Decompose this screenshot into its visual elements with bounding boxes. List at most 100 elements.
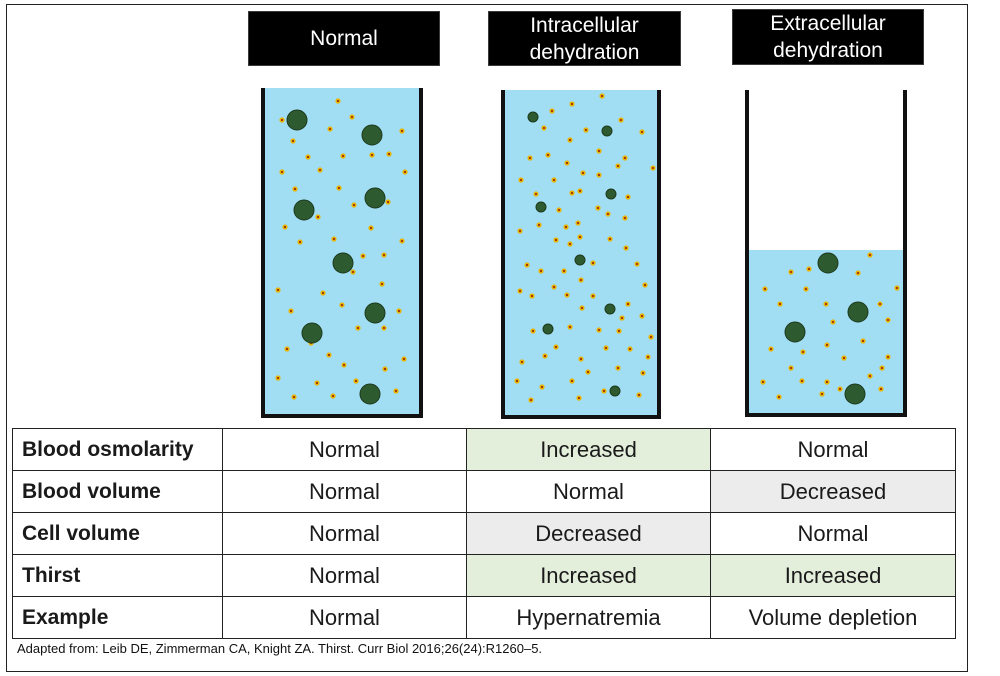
solute-particle-center — [317, 216, 319, 218]
table-cell: Normal — [222, 512, 467, 555]
solute-particle-center — [571, 103, 573, 105]
cell — [361, 124, 383, 146]
solute-particle-center — [869, 375, 871, 377]
solute-particle-center — [805, 288, 807, 290]
solute-particle-center — [395, 390, 397, 392]
table-cell: Normal — [222, 596, 467, 639]
solute-particle-center — [383, 327, 385, 329]
solute-particle-center — [770, 348, 772, 350]
solute-particle-center — [603, 390, 605, 392]
solute-particle-center — [558, 209, 560, 211]
solute-particle-center — [569, 326, 571, 328]
cell — [605, 188, 617, 200]
beaker-extracellular — [745, 90, 907, 417]
solute-particle-center — [519, 290, 521, 292]
solute-particle-center — [621, 317, 623, 319]
table-cell: Normal — [710, 512, 956, 555]
cell — [817, 252, 839, 274]
solute-particle-center — [801, 380, 803, 382]
solute-particle-center — [580, 358, 582, 360]
solute-particle-center — [764, 288, 766, 290]
solute-particle-center — [357, 327, 359, 329]
solute-particle-center — [286, 348, 288, 350]
solute-particle-center — [316, 382, 318, 384]
solute-particle-center — [351, 116, 353, 118]
solute-particle-center — [401, 240, 403, 242]
table-row: Cell volume Normal Decreased Normal — [12, 512, 956, 555]
solute-particle-center — [541, 386, 543, 388]
cell — [784, 321, 806, 343]
solute-particle-center — [553, 286, 555, 288]
row-label: Cell volume — [12, 512, 223, 555]
solute-particle-center — [597, 207, 599, 209]
solute-particle-center — [563, 270, 565, 272]
solute-particle-center — [790, 367, 792, 369]
solute-particle-center — [383, 254, 385, 256]
fluid-intracellular — [503, 90, 659, 417]
solute-particle-center — [821, 393, 823, 395]
table-cell: Volume depletion — [710, 596, 956, 639]
solute-particle-center — [609, 238, 611, 240]
solute-particle-center — [577, 222, 579, 224]
table-cell: Normal — [466, 470, 711, 513]
solute-particle-center — [627, 196, 629, 198]
solute-particle-center — [362, 255, 364, 257]
solute-particle-center — [825, 303, 827, 305]
solute-particle-center — [638, 394, 640, 396]
solute-particle-center — [832, 321, 834, 323]
solute-particle-center — [880, 388, 882, 390]
solute-particle-center — [521, 361, 523, 363]
solute-particle-center — [281, 171, 283, 173]
solute-particle-center — [879, 303, 881, 305]
solute-particle-center — [598, 150, 600, 152]
header-normal: Normal — [248, 11, 440, 66]
fluid-extracellular — [747, 250, 905, 415]
solute-particle-center — [808, 268, 810, 270]
row-label: Example — [12, 596, 223, 639]
cell — [364, 187, 386, 209]
table-cell: Normal — [222, 554, 467, 597]
figure-frame — [6, 4, 968, 672]
solute-particle-center — [624, 157, 626, 159]
solute-particle-center — [352, 271, 354, 273]
solute-particle-center — [342, 155, 344, 157]
solute-particle-center — [802, 351, 804, 353]
solute-particle-center — [566, 294, 568, 296]
solute-particle-center — [598, 329, 600, 331]
cell — [609, 385, 621, 397]
solute-particle-center — [627, 303, 629, 305]
solute-particle-center — [343, 364, 345, 366]
solute-particle-center — [284, 226, 286, 228]
solute-particle-center — [401, 130, 403, 132]
table-cell: Increased — [466, 554, 711, 597]
solute-particle-center — [896, 287, 898, 289]
solute-particle-center — [516, 380, 518, 382]
beaker-wall-extracellular — [745, 90, 907, 417]
solute-particle-center — [641, 315, 643, 317]
table-cell: Hypernatremia — [466, 596, 711, 639]
table-cell: Normal — [222, 470, 467, 513]
solute-particle-center — [580, 279, 582, 281]
cell — [527, 111, 539, 123]
solute-particle-center — [636, 263, 638, 265]
solute-particle-center — [607, 213, 609, 215]
solute-particle-center — [532, 330, 534, 332]
solute-particle-center — [618, 330, 620, 332]
solute-particle-center — [887, 319, 889, 321]
solute-particle-center — [592, 295, 594, 297]
solute-particle-center — [403, 358, 405, 360]
cell — [332, 252, 354, 274]
header-extracellular-dehydration: Extracellular dehydration — [732, 9, 924, 65]
table-row: Example Normal Hypernatremia Volume depl… — [12, 596, 956, 639]
solute-particle-center — [652, 167, 654, 169]
solute-particle-center — [581, 307, 583, 309]
cells-normal — [286, 109, 386, 405]
table-cell: Increased — [466, 428, 711, 471]
cell — [293, 199, 315, 221]
solute-particle-center — [404, 171, 406, 173]
solute-particle-center — [598, 174, 600, 176]
header-intracellular-dehydration: Intracellular dehydration — [488, 11, 681, 66]
solute-particle-center — [555, 239, 557, 241]
solutes-extracellular — [760, 252, 900, 400]
solute-particle-center — [571, 380, 573, 382]
